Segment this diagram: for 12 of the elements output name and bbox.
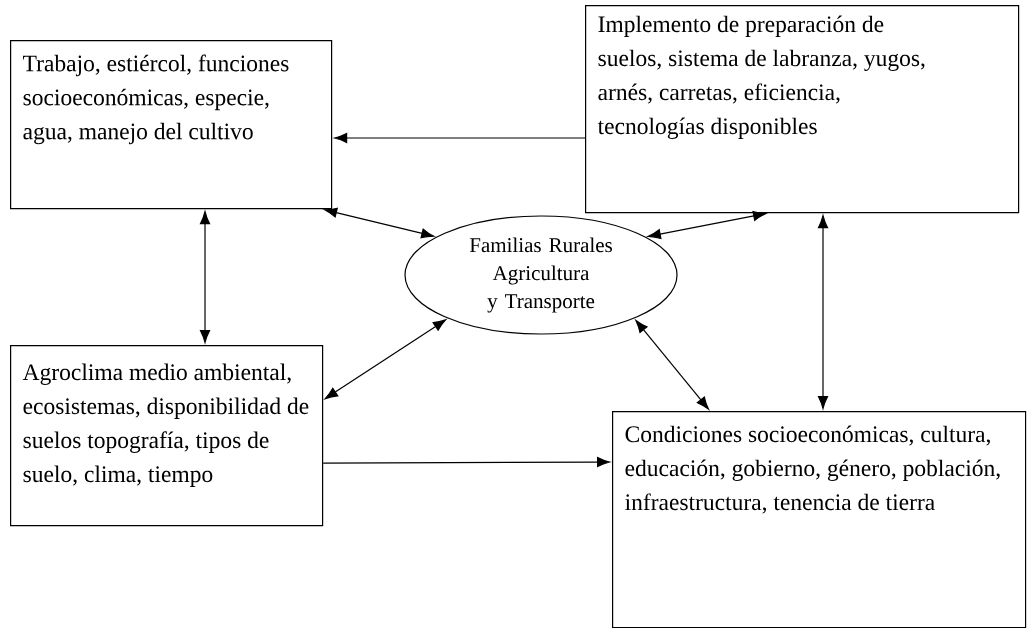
arrow: [199, 211, 211, 344]
arrow: [324, 319, 447, 400]
arrow: [635, 319, 709, 410]
arrow: [817, 215, 829, 410]
text-box: Condiciones socioeconómicas, cultura, educación, gobierno, género, población, infraestructura, tenencia de tierra: [612, 411, 1027, 628]
text-box: Implemento de preparación de suelos, sistema de labranza, yugos, arnés, carretas, eficiencia, tecnologías disponibles: [585, 5, 1020, 214]
text-box: Trabajo, estiércol, funciones socioeconómicas, especie, agua, manejo del cultivo: [10, 40, 333, 210]
arrow: [334, 132, 586, 144]
arrow: [324, 207, 435, 239]
arrow: [322, 457, 611, 468]
text-box: Agroclima medio ambiental, ecosistemas, disponibilidad de suelos topografía, tipos de suelo, clima, tiempo: [10, 345, 324, 527]
arrow: [647, 210, 767, 240]
